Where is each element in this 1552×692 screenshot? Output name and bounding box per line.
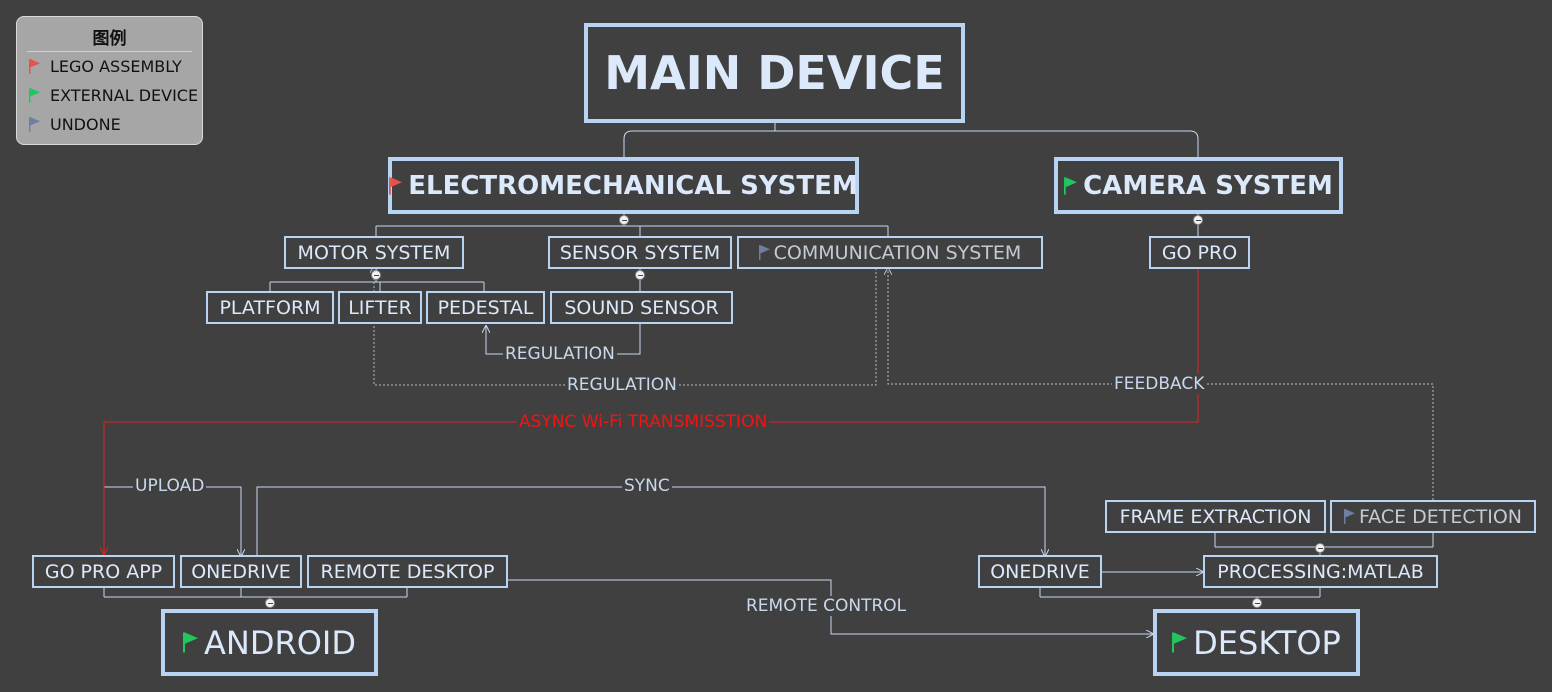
node-label: FACE DETECTION <box>1358 505 1523 528</box>
legend-item-label: EXTERNAL DEVICE <box>50 86 199 105</box>
green-flag-icon <box>183 632 199 653</box>
collapse-toggle-desktop[interactable] <box>1252 598 1262 608</box>
collapse-toggle-camera[interactable] <box>1193 215 1203 225</box>
node-label: GO PRO <box>1161 241 1238 264</box>
edge-label-regulation-comm: REGULATION <box>565 375 679 395</box>
node-label: ELECTROMECHANICAL SYSTEM <box>408 170 858 201</box>
legend-panel: 图例 LEGO ASSEMBLY EXTERNAL DEVICE UNDONE <box>16 16 203 145</box>
node-onedrive-desktop[interactable]: ONEDRIVE <box>978 555 1102 588</box>
edge-label-remote-control: REMOTE CONTROL <box>744 596 909 616</box>
node-android[interactable]: ANDROID <box>161 609 378 676</box>
node-sound-sensor[interactable]: SOUND SENSOR <box>550 291 733 324</box>
node-electromechanical-system[interactable]: ELECTROMECHANICAL SYSTEM <box>388 157 859 214</box>
node-camera-system[interactable]: CAMERA SYSTEM <box>1054 157 1343 214</box>
node-go-pro[interactable]: GO PRO <box>1149 236 1250 269</box>
edge-label-feedback: FEEDBACK <box>1112 374 1207 394</box>
node-label: MOTOR SYSTEM <box>297 241 451 264</box>
node-label: PROCESSING:MATLAB <box>1217 560 1424 583</box>
node-platform[interactable]: PLATFORM <box>206 291 334 324</box>
node-label: FRAME EXTRACTION <box>1119 505 1312 528</box>
node-label: REMOTE DESKTOP <box>320 560 495 583</box>
legend-item-label: UNDONE <box>50 115 121 134</box>
node-label: PEDESTAL <box>437 296 534 319</box>
node-label: ONEDRIVE <box>191 560 291 583</box>
collapse-toggle-android[interactable] <box>265 598 275 608</box>
node-label: DESKTOP <box>1193 623 1341 662</box>
node-label: PLATFORM <box>219 296 321 319</box>
legend-item-lego-assembly: LEGO ASSEMBLY <box>17 52 202 81</box>
green-flag-icon <box>1064 176 1078 195</box>
node-desktop[interactable]: DESKTOP <box>1153 609 1360 676</box>
legend-item-label: LEGO ASSEMBLY <box>50 57 182 76</box>
node-go-pro-app[interactable]: GO PRO APP <box>32 555 175 588</box>
node-communication-system[interactable]: COMMUNICATION SYSTEM <box>737 236 1043 269</box>
legend-item-external-device: EXTERNAL DEVICE <box>17 81 202 110</box>
node-label: MAIN DEVICE <box>604 46 945 100</box>
collapse-toggle-electromechanical[interactable] <box>619 215 629 225</box>
node-onedrive-android[interactable]: ONEDRIVE <box>180 555 302 588</box>
node-pedestal[interactable]: PEDESTAL <box>426 291 545 324</box>
node-motor-system[interactable]: MOTOR SYSTEM <box>284 236 464 269</box>
legend-title: 图例 <box>27 24 192 52</box>
edge-label-async-wifi: ASYNC Wi-Fi TRANSMISSTION <box>517 412 770 432</box>
node-label: SOUND SENSOR <box>564 296 719 319</box>
node-sensor-system[interactable]: SENSOR SYSTEM <box>548 236 732 269</box>
node-face-detection[interactable]: FACE DETECTION <box>1330 500 1536 533</box>
node-lifter[interactable]: LIFTER <box>338 291 422 324</box>
node-remote-desktop[interactable]: REMOTE DESKTOP <box>307 555 508 588</box>
green-flag-icon <box>29 88 40 103</box>
node-label: COMMUNICATION SYSTEM <box>773 241 1022 264</box>
node-label: LIFTER <box>348 296 412 319</box>
node-main-device[interactable]: MAIN DEVICE <box>584 23 965 123</box>
edge-label-regulation-sound: REGULATION <box>503 344 617 364</box>
gray-flag-icon <box>29 117 40 132</box>
node-label: CAMERA SYSTEM <box>1083 170 1333 201</box>
green-flag-icon <box>1172 632 1188 653</box>
legend-item-undone: UNDONE <box>17 110 202 139</box>
gray-flag-icon <box>1343 509 1355 524</box>
node-processing-matlab[interactable]: PROCESSING:MATLAB <box>1203 555 1438 588</box>
gray-flag-icon <box>758 245 770 260</box>
node-frame-extraction[interactable]: FRAME EXTRACTION <box>1105 500 1326 533</box>
collapse-toggle-sensor[interactable] <box>635 270 645 280</box>
red-flag-icon <box>389 176 403 195</box>
red-flag-icon <box>29 59 40 74</box>
edge-label-upload: UPLOAD <box>133 476 207 496</box>
node-label: ANDROID <box>204 623 356 662</box>
node-label: ONEDRIVE <box>990 560 1090 583</box>
node-label: GO PRO APP <box>44 560 163 583</box>
edge-label-sync: SYNC <box>622 476 672 496</box>
collapse-toggle-matlab[interactable] <box>1315 543 1325 553</box>
collapse-toggle-motor[interactable] <box>371 270 381 280</box>
node-label: SENSOR SYSTEM <box>559 241 721 264</box>
